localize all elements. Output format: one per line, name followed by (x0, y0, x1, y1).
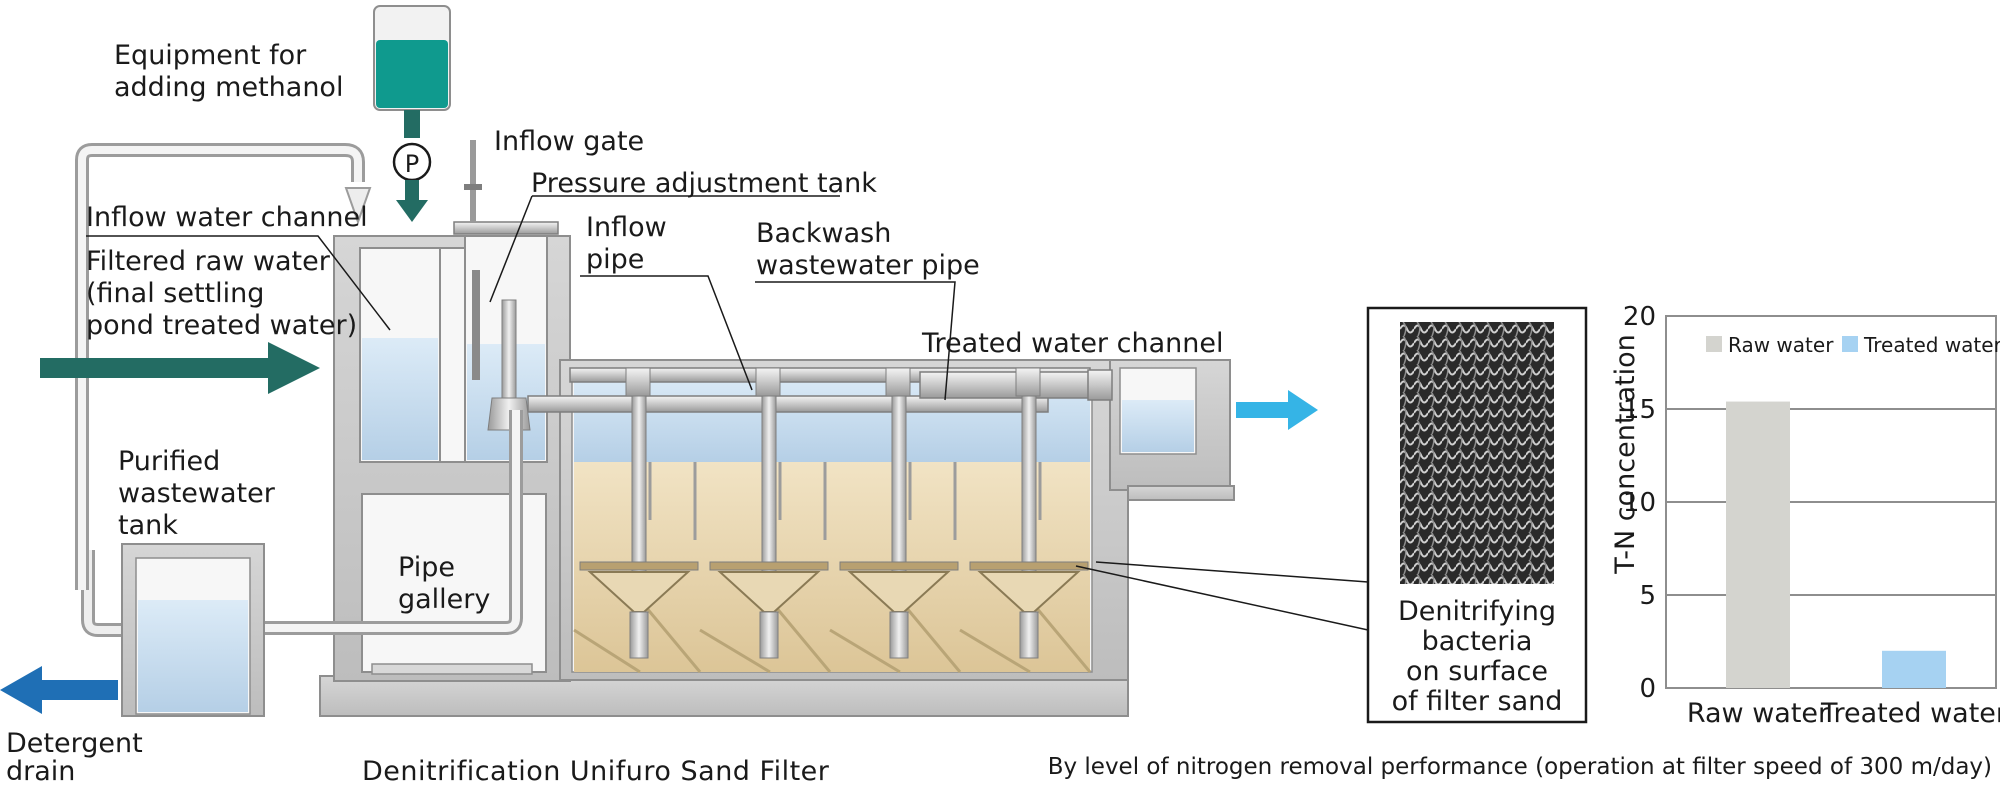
raw-water-label-line3: pond treated water) (86, 310, 357, 341)
purified-tank-label-line3: tank (118, 510, 178, 541)
inflow-pipe-label-line1: Inflow (586, 212, 667, 243)
inflow-gate-label: Inflow gate (494, 126, 644, 157)
bacteria-panel: Denitrifying bacteria on surface of filt… (1366, 306, 1588, 724)
y-tick-label: 20 (1623, 302, 1656, 332)
pipe-gallery-label-line1: Pipe (398, 552, 455, 583)
raw-water-label-line2: (final settling (86, 278, 264, 309)
y-tick-labels: 0 5 10 15 20 (1623, 302, 1656, 704)
detergent-drain-arrow (0, 666, 118, 714)
methanol-feed-arrow (396, 180, 428, 222)
bacteria-caption-line2: bacteria (1422, 626, 1533, 657)
y-tick-label: 5 (1639, 581, 1656, 611)
purified-tank-label-line2: wastewater (118, 478, 276, 509)
raw-water-label-line1: Filtered raw water (86, 246, 331, 277)
recirculation-pipe (75, 143, 523, 637)
bar-treated-water (1882, 650, 1946, 688)
bacteria-caption-line4: of filter sand (1392, 686, 1563, 717)
backwash-label-line2: wastewater pipe (756, 250, 980, 281)
gridlines (1666, 408, 1996, 596)
pump-label: P (405, 150, 419, 178)
backwash-label-line1: Backwash (756, 218, 891, 249)
methanol-label-line1: Equipment for (114, 40, 307, 71)
treated-water-outflow-arrow (1236, 390, 1318, 430)
bar-raw-water (1726, 401, 1790, 688)
pump-icon: P (392, 142, 432, 182)
legend-swatch (1842, 336, 1858, 352)
y-tick-label: 0 (1639, 674, 1656, 704)
legend-label: Treated water (1863, 333, 2000, 357)
y-tick-label: 15 (1623, 395, 1656, 425)
diagram-title: Denitrification Unifuro Sand Filter (362, 756, 830, 787)
x-tick-label: Treated water (1820, 698, 2000, 729)
legend: Raw water Treated water (1706, 333, 2000, 357)
bacteria-caption-line1: Denitrifying (1398, 596, 1556, 627)
backwash-wastewater-pipe (919, 369, 1113, 401)
bars (1726, 401, 1946, 688)
bacteria-caption-line3: on surface (1406, 656, 1548, 687)
legend-swatch (1706, 336, 1722, 352)
methanol-label-line2: adding methanol (114, 72, 343, 103)
inflow-gate (453, 140, 559, 431)
y-tick-label: 10 (1623, 488, 1656, 518)
pipe-gallery-label-line2: gallery (398, 584, 490, 615)
drain-label-line1: Detergent (6, 728, 143, 759)
legend-label: Raw water (1728, 333, 1834, 357)
pressure-tank-label: Pressure adjustment tank (531, 168, 877, 199)
x-tick-label: Raw water (1687, 698, 1830, 729)
inflow-pipe-label-line2: pipe (586, 244, 644, 275)
methanol-equipment (373, 5, 451, 138)
drain-label-line2: drain (6, 756, 75, 787)
bacteria-micrograph (1400, 322, 1554, 584)
chart-caption: By level of nitrogen removal performance… (1048, 754, 1992, 780)
y-axis-label: T-N concentration (1610, 334, 1641, 575)
purified-tank-label-line1: Purified (118, 446, 220, 477)
purified-wastewater-tank (121, 543, 265, 717)
recirculation-arrow (344, 187, 372, 226)
inflow-channel-label: Inflow water channel (86, 202, 368, 233)
raw-water-inflow-arrow (40, 342, 320, 394)
leader-lines (86, 195, 1369, 631)
treated-channel-label: Treated water channel (921, 328, 1223, 359)
filter-units (579, 367, 1089, 659)
